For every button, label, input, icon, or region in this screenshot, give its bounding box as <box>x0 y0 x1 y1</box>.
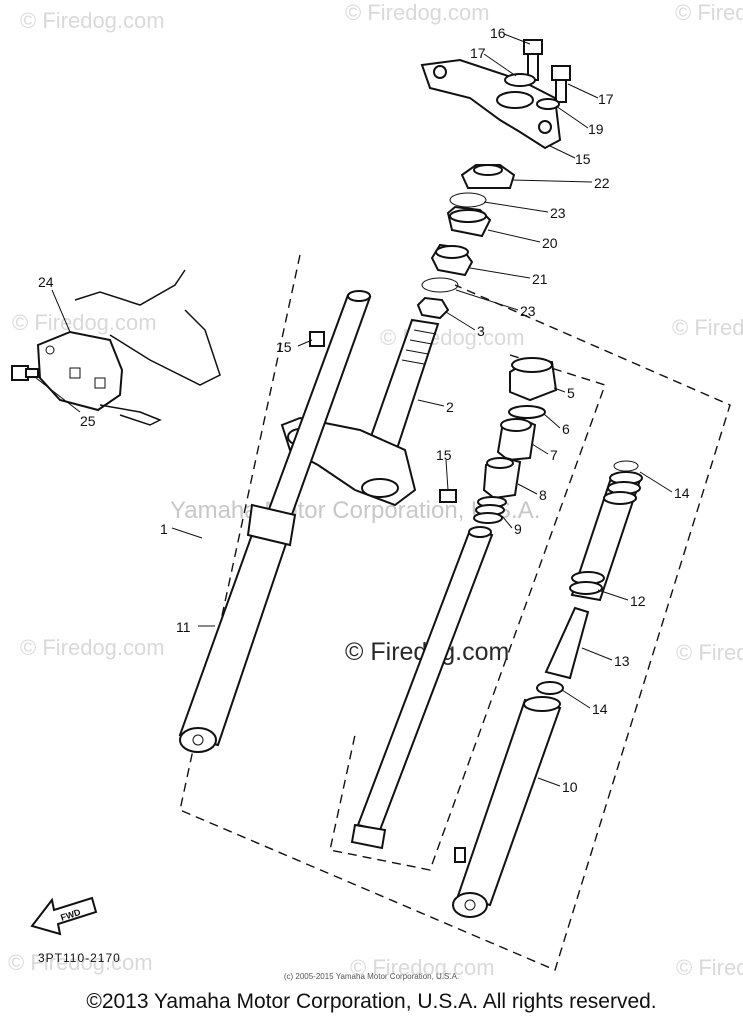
top-bracket-hole <box>433 65 447 79</box>
callout-10: 10 <box>562 779 578 795</box>
callout-17: 17 <box>598 91 614 107</box>
callout-9: 9 <box>514 521 522 537</box>
callout-21: 21 <box>532 271 548 287</box>
ball-race-3 <box>416 296 450 320</box>
right-axle-boss <box>452 892 488 918</box>
callout-14: 14 <box>592 701 608 717</box>
right-inner-tube-end <box>350 823 387 850</box>
collar-7-top <box>500 418 532 432</box>
callout-16: 15 <box>575 151 591 167</box>
washer-6 <box>508 405 546 419</box>
diagram-code: 3PT110-2170 <box>38 951 121 965</box>
bolt-15 <box>309 331 325 347</box>
forward-arrow-icon: FWD <box>30 896 98 936</box>
callout-15: 15 <box>276 339 292 355</box>
right-inner-tube <box>356 528 494 832</box>
right-outer-tube <box>456 698 562 907</box>
callout-3: 3 <box>477 323 485 339</box>
watermark-brand: © Firedog.com <box>20 635 165 660</box>
bolt-17 <box>551 65 571 81</box>
watermark-brand: © Firedog.com <box>675 0 743 25</box>
left-axle-boss <box>179 727 217 753</box>
watermark-brand: © Firedog.com <box>350 955 495 980</box>
inner-assembly-outline <box>329 354 606 871</box>
callout-22: 22 <box>594 175 610 191</box>
washer-23 <box>421 277 459 293</box>
left-axle-hole <box>192 734 204 746</box>
drain-bolt <box>454 847 466 863</box>
callout-12: 12 <box>630 593 646 609</box>
under-bracket-clamp <box>361 478 399 498</box>
watermark-brand: © Firedog.com <box>20 8 165 33</box>
callout-23: 23 <box>550 205 566 221</box>
washer-19 <box>536 98 560 110</box>
bushing-8-top <box>486 457 514 469</box>
ring-nut-22-top <box>473 164 503 176</box>
callout-14: 14 <box>674 485 690 501</box>
callout-15: 15 <box>436 447 452 463</box>
callout-23: 23 <box>520 303 536 319</box>
frame-outline <box>74 269 221 386</box>
small-credit: (c) 2005-2015 Yamaha Motor Corporation, … <box>283 972 460 981</box>
callout-7: 7 <box>550 447 558 463</box>
spacer-13 <box>544 606 590 680</box>
top-bracket <box>420 58 562 150</box>
cover-bracket <box>99 404 162 426</box>
watermark-brand: © Firedog.com <box>8 950 153 975</box>
watermark-brand: © Firedog.com <box>12 310 157 335</box>
bearing-21-top <box>435 245 469 259</box>
spring-9 <box>473 496 507 524</box>
cover-hole <box>45 345 55 355</box>
cover-slot <box>69 367 81 379</box>
callout-5: 5 <box>567 385 575 401</box>
right-axle-hole <box>464 899 476 911</box>
washer-18 <box>504 73 536 87</box>
left-fork-seal <box>246 503 297 547</box>
copyright-notice: ©2013 Yamaha Motor Corporation, U.S.A. A… <box>86 990 657 1013</box>
screw-25-shank <box>25 368 39 378</box>
right-outer-tube-top <box>523 696 561 712</box>
right-inner-tube-top <box>468 526 492 538</box>
callout-8: 8 <box>539 487 547 503</box>
callout-13: 13 <box>614 653 630 669</box>
circlip-14 <box>536 681 564 695</box>
fork-spring-12 <box>569 471 643 602</box>
washer-23 <box>449 192 487 208</box>
bolt-17-shank <box>555 79 567 103</box>
stem-threads <box>401 329 437 365</box>
callout-19: 19 <box>588 121 604 137</box>
watermark-brand: © Firedog.com <box>672 315 743 340</box>
callout-labels: 16 17 17 19 15 22 23 20 21 23 3 2 5 6 7 … <box>38 25 690 795</box>
watermark-brand: © Firedog.com <box>676 640 743 665</box>
bolt-17 <box>523 39 543 55</box>
bearing-cover-20-top <box>449 209 487 223</box>
callout-2: 2 <box>446 399 454 415</box>
callout-17: 16 <box>490 25 506 41</box>
watermark-brand: © Firedog.com <box>345 0 490 25</box>
watermark-brand: © Firedog.com <box>676 955 743 980</box>
callout-1: 1 <box>160 521 168 537</box>
left-inner-tube-top <box>347 290 371 302</box>
callout-25: 25 <box>80 413 96 429</box>
circlip-14 <box>613 460 639 472</box>
bolt-15 <box>439 489 457 503</box>
cap-5-top <box>511 357 553 373</box>
callout-18: 17 <box>470 45 486 61</box>
cover-slot <box>94 377 106 389</box>
leader-lines <box>35 33 673 787</box>
callout-6: 6 <box>562 421 570 437</box>
top-bracket-hole <box>538 120 552 134</box>
watermark-brand: © Firedog.com <box>380 325 525 350</box>
callout-11: 11 <box>176 619 191 635</box>
callout-24: 24 <box>38 274 54 290</box>
top-bracket-hole <box>496 91 534 109</box>
callout-20: 20 <box>542 235 558 251</box>
